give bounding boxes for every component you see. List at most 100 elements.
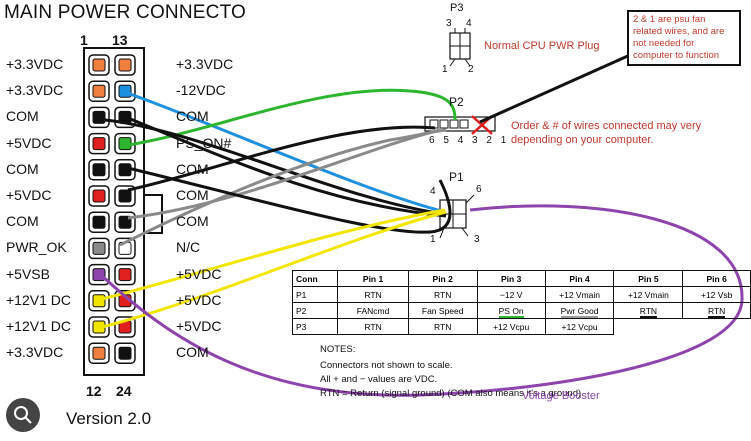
left-pin-label: +5VSB	[6, 265, 50, 282]
table-cell-text: RTN	[639, 305, 658, 318]
table-cell: Pwr Good	[544, 302, 615, 319]
voltage-booster-label: Voltage Booster	[522, 390, 600, 402]
table-cell: Fan Speed	[407, 302, 478, 319]
right-pin-label: COM	[176, 160, 209, 177]
pin-left-2-wire	[92, 84, 106, 98]
table-cell-text: −12 V	[499, 289, 523, 300]
yellow-wire-a	[97, 208, 446, 302]
p3-pin-1: 1	[442, 64, 448, 75]
table-cell-text: RTN	[434, 289, 452, 300]
table-cell-text: +12 Vmain	[627, 289, 669, 300]
table-cell: +12 Vsb	[682, 286, 751, 303]
p3-label: P3	[450, 2, 464, 14]
table-header-cell: Pin 4	[544, 270, 615, 287]
table-cell-text: P2	[296, 305, 307, 316]
pin-right-6-wire	[118, 189, 132, 203]
left-pin-label: COM	[6, 213, 39, 230]
left-pin-label: PWR_OK	[6, 239, 67, 256]
table-cell: RTN	[407, 286, 478, 303]
table-cell-text: Fan Speed	[421, 305, 464, 316]
table-cell: P1	[291, 286, 339, 303]
left-pin-label: +12V1 DC	[6, 318, 71, 334]
table-header-cell: Conn	[291, 270, 339, 287]
table-cell: RTN	[682, 302, 751, 319]
p2-pin-3: 3	[472, 135, 481, 146]
table-cell-text: +12 Vcpu	[493, 321, 530, 332]
pin-left-3-wire	[92, 110, 106, 124]
p2-pin-4: 4	[457, 135, 467, 146]
right-pin-label: -12VDC	[176, 82, 226, 99]
right-pin-label: N/C	[176, 239, 201, 256]
table-header-cell: Pin 5	[613, 270, 684, 287]
callout-arrow	[479, 53, 631, 124]
p2-pins: 6 5 4 3 2 1	[429, 135, 509, 146]
table-cell: +12 Vmain	[544, 286, 615, 303]
left-pin-label: COM	[6, 160, 39, 177]
version-label: Version 2.0	[66, 409, 152, 428]
table-cell	[614, 319, 683, 335]
table-cell: FANcmd	[337, 302, 409, 319]
p2-caption: Order & # of wires connected may very de…	[511, 120, 702, 146]
table-cell-text: RTN	[434, 321, 452, 332]
table-cell-text: PS On	[498, 305, 524, 318]
p3-connector	[449, 28, 471, 67]
right-pin-label: +5VDC	[176, 318, 222, 334]
left-pin-label: +3.3VDC	[6, 82, 64, 99]
left-pin-label: +5VDC	[6, 134, 52, 151]
table-cell: RTN	[407, 318, 478, 335]
table-header-cell: Pin 1	[337, 270, 409, 287]
right-pin-label: COM	[176, 213, 209, 230]
black-wire-c	[127, 125, 436, 192]
pin-left-4-wire	[92, 137, 106, 151]
right-pin-label: COM	[176, 187, 209, 203]
left-pin-label: COM	[6, 108, 39, 125]
table-cell: PS On	[476, 302, 546, 319]
left-pin-label: +3.3VDC	[6, 56, 64, 72]
table-cell-text: +12 Vcpu	[561, 321, 598, 332]
pin-number-1: 1	[80, 32, 88, 48]
p2-pin-1: 1	[500, 135, 510, 146]
p1-label: P1	[449, 170, 464, 184]
table-cell: P2	[291, 302, 339, 319]
blue-wire	[129, 92, 446, 214]
table-header-cell: Pin 3	[476, 270, 546, 287]
left-pin-label: +5VDC	[6, 187, 52, 203]
pin-right-2-wire	[118, 84, 132, 98]
pin-left-5-wire	[92, 163, 106, 177]
table-cell: +12 Vmain	[613, 286, 684, 303]
pin-number-13: 13	[112, 32, 128, 48]
table-cell: −12 V	[476, 286, 546, 303]
right-pin-label: COM	[176, 344, 209, 361]
pin-right-12-wire	[118, 346, 132, 360]
p3-pin-4: 4	[466, 18, 472, 29]
pin-left-12-wire	[92, 346, 106, 360]
table-cell-text: +12 Vsb	[700, 289, 733, 300]
table-cell-text: +12 Vmain	[559, 289, 600, 300]
table-row: P2 FANcmd Fan Speed PS On Pwr Good RTN RTN	[291, 302, 751, 319]
right-pin-label: +5VDC	[176, 265, 222, 282]
table-cell: RTN	[337, 286, 409, 303]
p2-label: P2	[449, 95, 464, 109]
table-header-cell: Pin 6	[682, 270, 751, 287]
pin-right-9-wire	[118, 268, 132, 282]
p3-pin-3: 3	[446, 18, 452, 29]
right-pin-label: +5VDC	[176, 291, 222, 308]
pin-right-1-wire	[118, 58, 132, 72]
table-cell-text: RTN	[364, 321, 382, 332]
page-title: MAIN POWER CONNECTO	[4, 2, 247, 23]
table-cell-text: FANcmd	[356, 305, 390, 316]
pin-left-1-wire	[92, 58, 106, 72]
p1-pin-1: 1	[430, 234, 436, 245]
black-wire-d	[127, 166, 452, 234]
p1-pin-6: 6	[476, 184, 482, 195]
yellow-wire-b	[97, 210, 447, 330]
gray-wire-b	[119, 128, 447, 247]
p3-caption: Normal CPU PWR Plug	[484, 40, 600, 52]
p2-pin-6: 6	[429, 135, 438, 146]
purple-wire	[96, 204, 744, 397]
zoom-button[interactable]	[6, 398, 40, 432]
